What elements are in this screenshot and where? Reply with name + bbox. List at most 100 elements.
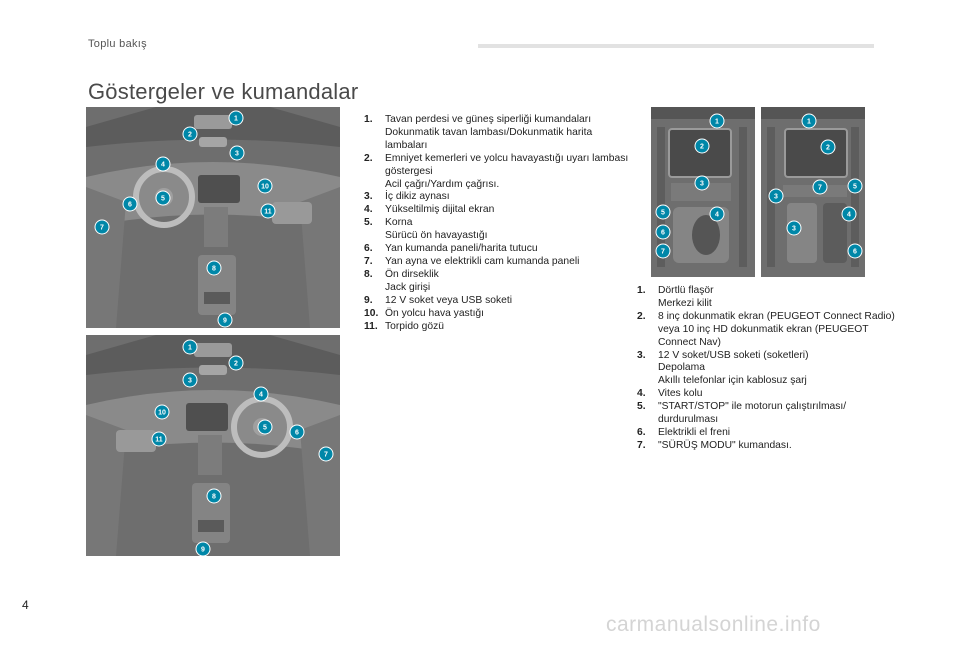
legend-item-line: Yükseltilmiş dijital ekran (385, 204, 495, 216)
callout-badge: 2 (694, 138, 710, 154)
legend-item-line: Yan kumanda paneli/harita tutucu (385, 243, 538, 255)
callout-badge-number: 3 (188, 378, 192, 385)
callout-badge-number: 5 (853, 184, 857, 191)
callout-badge: 3 (182, 372, 198, 388)
callout-badge: 1 (709, 113, 725, 129)
legend-item-number: 2. (364, 152, 373, 164)
callout-badge: 6 (289, 424, 305, 440)
callout-badge: 7 (812, 179, 828, 195)
callout-badge-number: 3 (792, 226, 796, 233)
legend-item: 9. 12 V soket veya USB soketi (364, 295, 629, 308)
callout-badge: 4 (841, 206, 857, 222)
callout-badge-number: 1 (715, 119, 719, 126)
callout-badge: 5 (155, 190, 171, 206)
callout-badge-number: 3 (700, 181, 704, 188)
legend-item-number: 1. (364, 114, 373, 125)
legend-item-line: Jack girişi (385, 281, 431, 293)
callout-badge-number: 8 (212, 266, 216, 273)
callout-badge: 8 (206, 260, 222, 276)
legend-item-number: 4. (364, 204, 373, 216)
callout-badge: 3 (694, 175, 710, 191)
legend-item: 6.Yan kumanda paneli/harita tutucu (364, 243, 629, 256)
callout-badge-number: 4 (715, 212, 719, 219)
legend-item-line: Emniyet kemerleri ve yolcu havayastığı u… (385, 152, 629, 177)
callout-badge: 6 (847, 243, 863, 259)
legend-item-line: Tavan perdesi ve güneş siperliği kumanda… (385, 114, 592, 125)
legend-item: 7. "SÜRÜŞ MODU" kumandası. (637, 440, 902, 453)
callout-badge-number: 2 (234, 361, 238, 368)
legend-item-text: Emniyet kemerleri ve yolcu havayastığı u… (385, 153, 629, 192)
callout-badge-number: 6 (853, 249, 857, 256)
callout-badge: 3 (229, 145, 245, 161)
page-number: 4 (22, 598, 29, 612)
legend-item-text: Yükseltilmiş dijital ekran (385, 204, 629, 217)
legend-item-text: "SÜRÜŞ MODU" kumandası. (658, 440, 902, 453)
legend-item-number: 8. (364, 268, 373, 280)
legend-item-text: "START/STOP" ile motorun çalıştırılması/… (658, 401, 902, 427)
legend-item-number: 1. (637, 285, 646, 296)
callout-badge-number: 9 (223, 318, 227, 325)
legend-item-number: 5. (637, 401, 646, 413)
callout-badge-number: 6 (128, 202, 132, 209)
callout-badge-number: 4 (259, 392, 263, 399)
callout-badge-number: 4 (847, 212, 851, 219)
legend-item-text: Yan kumanda paneli/harita tutucu (385, 243, 629, 256)
callout-badge: 11 (151, 431, 167, 447)
legend-item: 4. Vites kolu (637, 388, 902, 401)
legend-item-line: Merkezi kilit (658, 297, 712, 309)
legend-item-text: 8 inç dokunmatik ekran (PEUGEOT Connect … (658, 311, 902, 350)
callout-badge: 6 (122, 196, 138, 212)
legend-item-line: Depolama (658, 362, 705, 374)
callout-badge-number: 10 (261, 184, 269, 191)
legend-item-number: 9. (364, 294, 373, 306)
legend-item-number: 4. (637, 388, 646, 400)
legend-item-line: 8 inç dokunmatik ekran (PEUGEOT Connect … (658, 310, 895, 348)
callout-badge-number: 11 (155, 437, 163, 444)
legend-item: 11.Torpido gözü (364, 321, 629, 334)
callout-badge-number: 7 (100, 225, 104, 232)
legend-item-number: 3. (364, 191, 373, 203)
callout-badge-number: 7 (661, 249, 665, 256)
callout-badge: 7 (318, 446, 334, 462)
legend-item-line: 12 V soket/USB soketi (soketleri) (658, 349, 809, 361)
legend-item-line: Akıllı telefonlar için kablosuz şarj (658, 375, 807, 387)
legend-item-text: Torpido gözü (385, 321, 629, 334)
legend-item-line: Dörtlü flaşör (658, 285, 714, 296)
legend-item-number: 5. (364, 217, 373, 229)
legend-item: 2. 8 inç dokunmatik ekran (PEUGEOT Connec… (637, 311, 902, 350)
legend-item-number: 2. (637, 310, 646, 322)
legend-item-line: Vites kolu (658, 388, 703, 400)
callout-badge-number: 10 (158, 410, 166, 417)
callout-badge-number: 8 (212, 494, 216, 501)
callout-badge-number: 2 (826, 145, 830, 152)
callout-badge-number: 6 (295, 430, 299, 437)
callout-badge-number: 3 (235, 151, 239, 158)
legend-item-number: 10. (364, 307, 379, 319)
callout-badge: 4 (709, 206, 725, 222)
legend-item-text: İç dikiz aynası (385, 191, 629, 204)
legend-item-number: 7. (364, 255, 373, 267)
legend-item-line: "START/STOP" ile motorun çalıştırılması/… (658, 401, 847, 426)
legend-item-number: 3. (637, 349, 646, 361)
callout-badge: 4 (155, 156, 171, 172)
callout-badge: 5 (847, 178, 863, 194)
legend-item-line: Ön yolcu hava yastığı (385, 307, 485, 319)
callout-badge-number: 6 (661, 230, 665, 237)
callout-badge: 1 (801, 113, 817, 129)
legend-item-number: 7. (637, 439, 646, 451)
callout-badge-number: 1 (188, 345, 192, 352)
callout-badge-number: 1 (234, 116, 238, 123)
callout-badge: 7 (94, 219, 110, 235)
callout-badge: 1 (228, 110, 244, 126)
callout-badge: 10 (154, 404, 170, 420)
legend-item-text: Ön yolcu hava yastığı (385, 308, 629, 321)
callout-badge-number: 5 (161, 196, 165, 203)
legend-item-line: İç dikiz aynası (385, 191, 450, 203)
legend-item-text: Elektrikli el freni (658, 427, 902, 440)
legend-item-line: Torpido gözü (385, 320, 444, 332)
callout-badge: 2 (228, 355, 244, 371)
legend-item-line: 12 V soket veya USB soketi (385, 294, 513, 306)
legend-item: 7.Yan ayna ve elektrikli cam kumanda pan… (364, 256, 629, 269)
